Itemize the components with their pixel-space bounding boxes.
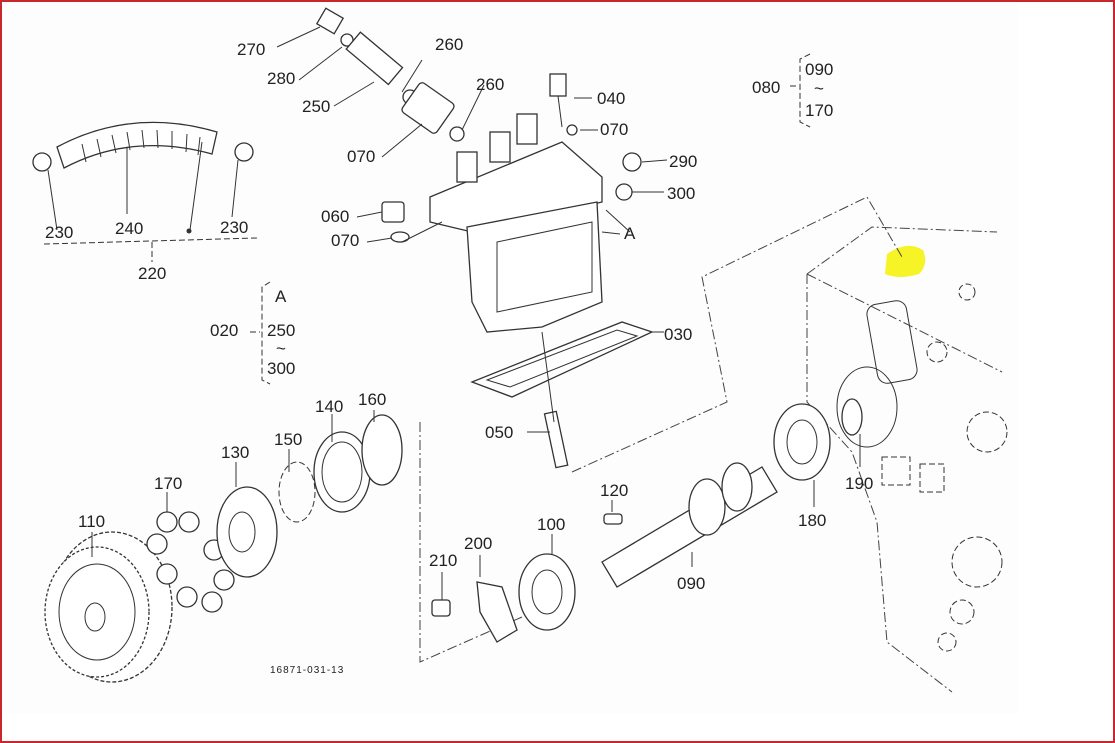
callout-070: 070 <box>331 231 359 250</box>
callout-190: 190 <box>845 474 873 493</box>
range-tilde: ~ <box>814 79 824 98</box>
leader-line <box>419 422 523 663</box>
bracket <box>250 281 271 385</box>
leader-line <box>571 196 903 473</box>
drawing-number: 16871-031-13 <box>270 665 344 676</box>
gear-train <box>44 410 403 683</box>
callout-300: 300 <box>667 184 695 203</box>
callout-030: 030 <box>664 325 692 344</box>
callout-230: 230 <box>220 218 248 237</box>
margin <box>1018 2 1113 741</box>
callout-260: 260 <box>435 35 463 54</box>
callout-080: 080 <box>752 78 780 97</box>
callout-050: 050 <box>485 423 513 442</box>
callout-060: 060 <box>321 207 349 226</box>
callout-250: 250 <box>302 97 330 116</box>
callout-150: 150 <box>274 430 302 449</box>
callout-a: A <box>624 224 636 243</box>
callout-250: 250 <box>267 321 295 340</box>
range-tilde: ~ <box>276 339 286 358</box>
callout-170: 170 <box>805 101 833 120</box>
callout-070: 070 <box>600 120 628 139</box>
callout-290: 290 <box>669 152 697 171</box>
injection-pump <box>356 73 668 469</box>
callout-210: 210 <box>429 551 457 570</box>
callout-090: 090 <box>677 574 705 593</box>
callout-270: 270 <box>237 40 265 59</box>
callout-040: 040 <box>597 89 625 108</box>
callout-070: 070 <box>347 147 375 166</box>
callout-160: 160 <box>358 390 386 409</box>
callout-300: 300 <box>267 359 295 378</box>
fuel-hose <box>32 121 258 262</box>
callout-120: 120 <box>600 481 628 500</box>
camshaft-assembly <box>431 398 863 643</box>
bracket <box>790 53 811 128</box>
engine-block <box>806 226 1008 693</box>
callout-170: 170 <box>154 474 182 493</box>
callout-labels: 270 280 260 250 260 070 040 070 290 300 … <box>45 35 873 676</box>
margin <box>2 713 1113 741</box>
highlight-marker <box>885 245 926 277</box>
callout-180: 180 <box>798 511 826 530</box>
callout-a: A <box>275 287 287 306</box>
callout-130: 130 <box>221 443 249 462</box>
callout-200: 200 <box>464 534 492 553</box>
callout-020: 020 <box>210 321 238 340</box>
callout-090: 090 <box>805 60 833 79</box>
callout-100: 100 <box>537 515 565 534</box>
callout-260: 260 <box>476 75 504 94</box>
callout-220: 220 <box>138 264 166 283</box>
banjo-fitting <box>276 7 485 158</box>
callout-240: 240 <box>115 219 143 238</box>
callout-140: 140 <box>315 397 343 416</box>
callout-110: 110 <box>78 512 105 531</box>
callout-280: 280 <box>267 69 295 88</box>
callout-230: 230 <box>45 223 73 242</box>
